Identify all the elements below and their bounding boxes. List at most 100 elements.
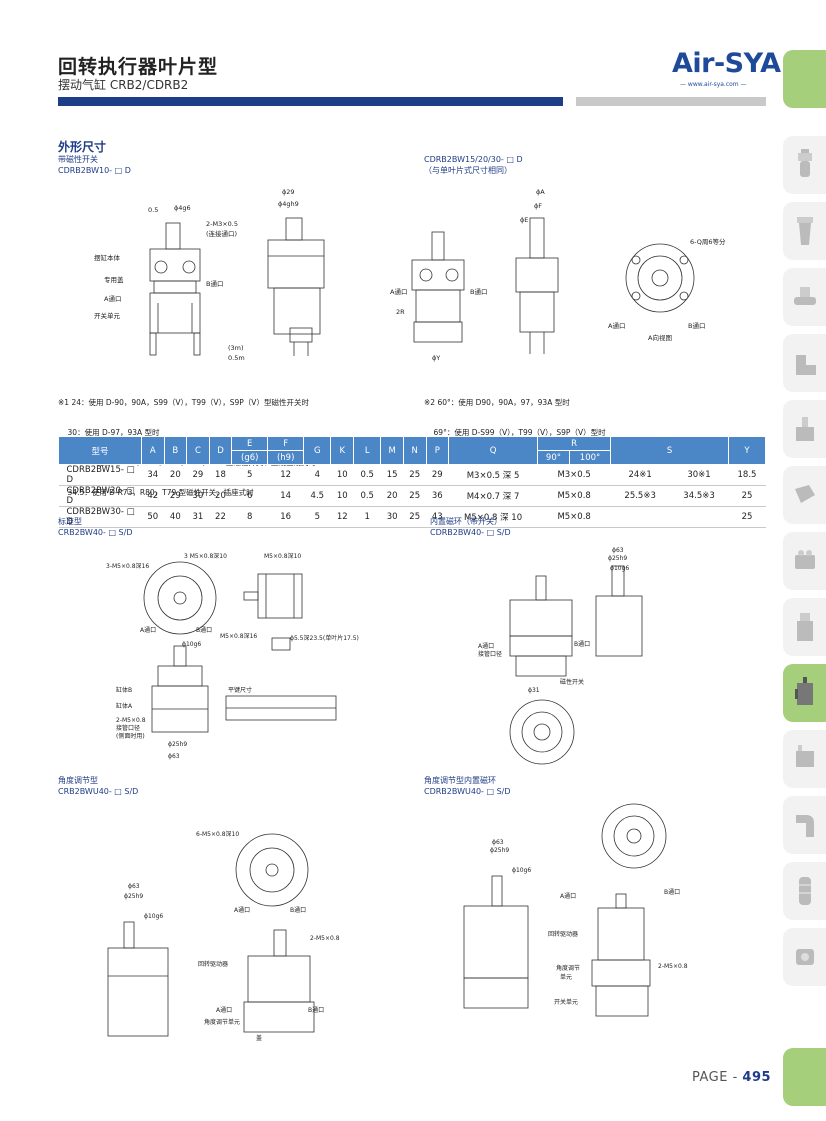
chapter-tab-bottom[interactable] (783, 1048, 826, 1106)
label-2m5b: 2-M5×0.8 (310, 935, 340, 942)
label-aport8: A通口 (560, 892, 576, 900)
brand-url: — www.air-sya.com — (680, 81, 747, 88)
cell: M3×0.5 深 5 (448, 464, 538, 486)
page-number: PAGE - 495 (692, 1070, 771, 1085)
brand-logo: Air-SYA (672, 48, 781, 79)
silencer-icon (798, 877, 811, 905)
cell: 29 (186, 464, 210, 486)
label-2m5c: 2-M5×0.8 (658, 963, 688, 970)
cell: 50 (141, 506, 165, 528)
cell: 43 (426, 506, 449, 528)
label-conn: (连接通口) (206, 229, 237, 238)
cell: M4×0.7 深 7 (448, 485, 538, 507)
th-e: E (231, 436, 269, 451)
chapter-tab-top[interactable] (783, 50, 826, 108)
page-label: PAGE - (692, 1070, 743, 1085)
cell: 0.5 (353, 464, 381, 486)
label-phi4g6: ϕ4g6 (174, 204, 191, 212)
label-2m5: 2-M5×0.8 (116, 717, 146, 724)
block5-model: CRB2BWU40- □ S/D (58, 787, 139, 796)
category-tab-gripper[interactable] (783, 730, 826, 788)
table-row: CDRB2BW30- □ D 50 40 31 22 8 16 5 12 1 3… (58, 506, 766, 528)
category-tab-cylinder[interactable] (783, 598, 826, 656)
th-y: Y (727, 436, 767, 465)
label-mag: 磁性开关 (560, 678, 584, 686)
cell: M5×0.8 深 10 (448, 506, 538, 528)
label-aport7: A通口 (216, 1006, 232, 1014)
section-title: 外形尺寸 (58, 140, 107, 154)
category-tab-silencer[interactable] (783, 862, 826, 920)
label-m3: 2-M3×0.5 (206, 220, 238, 228)
block2-model: CDRB2BW15/20/30- □ D (424, 155, 523, 164)
category-tab-filter[interactable] (783, 136, 826, 194)
label-aport5: A通口 (478, 642, 494, 650)
rotary-actuator-icon (794, 677, 813, 705)
category-tab-tube[interactable] (783, 796, 826, 854)
label-aport6: A通口 (234, 906, 250, 914)
accessory-icon (795, 949, 814, 965)
category-tab-fitting[interactable] (783, 268, 826, 326)
th-f: F (267, 436, 305, 451)
category-tab-regulator[interactable] (783, 202, 826, 260)
fitting-icon (793, 287, 816, 305)
label-aport: A通口 (104, 294, 121, 303)
drawing-cdrb2bw10: 0.5 ϕ4g6 2-M3×0.5 (连接通口) 摆缸本体 专用盖 A通口 开关… (94, 188, 325, 362)
manifold-icon (794, 550, 815, 569)
cell: 22 (209, 506, 232, 528)
label-6m5: 6-M5×0.8深10 (196, 830, 239, 838)
cell: 25 (728, 485, 766, 507)
label-bport: B通口 (206, 279, 223, 288)
th-d: D (208, 436, 233, 465)
th-m: M (380, 436, 404, 465)
table-row: CDRB2BW20- □ D 42 29 30 20 6 14 4.5 10 0… (58, 485, 766, 507)
cell: 20 (380, 485, 404, 507)
category-tab-rotary[interactable] (783, 664, 826, 722)
label-3m: (3m) (228, 344, 244, 352)
block6-model: CDRB2BWU40- □ S/D (424, 787, 511, 796)
cell: 25 (728, 506, 766, 528)
label-aport3: A通口 (608, 321, 625, 330)
cell: M5×0.8 (537, 506, 611, 528)
cell: 4.5 (303, 485, 331, 507)
label-bodyb: 缸体B (116, 686, 132, 694)
th-r: R (537, 436, 612, 451)
th-b: B (163, 436, 188, 465)
label-phi10: ϕ10g6 (182, 641, 201, 648)
label-adj2: 角度调节 (556, 964, 580, 972)
cell: 6 (231, 485, 268, 507)
cell-model: CDRB2BW20- □ D (58, 485, 142, 507)
label-bport2: B通口 (470, 287, 487, 296)
cell: M5×0.8 (537, 485, 611, 507)
cell: 12 (267, 464, 304, 486)
note-left-1: ※1 24：使用 D-90，90A，S99（V），T99（V），S9P（V）型磁… (58, 398, 309, 407)
label-05m: 0.5m (228, 354, 245, 362)
label-phiY: ϕY (432, 354, 440, 362)
label-switch: 开关单元 (94, 311, 121, 320)
label-sw2: 开关单元 (554, 998, 578, 1006)
th-n: N (402, 436, 427, 465)
category-tab-valve[interactable] (783, 400, 826, 458)
th-k: K (330, 436, 355, 465)
notes-right: ※2 60°：使用 D90，90A，97，93A 型时 69°：使用 D-S99… (424, 378, 606, 448)
header-bar-gray (576, 97, 766, 106)
th-s: S (610, 436, 729, 465)
label-3m5b: 3-M5×0.8深16 (106, 562, 149, 570)
label-phi29: ϕ29 (282, 188, 295, 196)
block4-title: 内置磁环（带开关） (430, 517, 502, 526)
cell: 25 (403, 506, 426, 528)
label-phiE: ϕE (520, 216, 528, 224)
category-tab-elbow[interactable] (783, 334, 826, 392)
label-6q: 6-Q周6等分 (690, 237, 726, 246)
gripper-icon (795, 745, 814, 767)
category-tab-accessory[interactable] (783, 928, 826, 986)
th-q: Q (448, 436, 539, 465)
label-aport4: A通口 (140, 626, 156, 634)
label-05: 0.5 (148, 206, 158, 214)
category-tab-solenoid[interactable] (783, 466, 826, 524)
page-title: 回转执行器叶片型 (58, 56, 219, 78)
cell: 31 (186, 506, 210, 528)
label-phi63b: ϕ63 (612, 547, 624, 554)
label-pipe2: 接管口径 (478, 650, 502, 658)
category-tab-manifold[interactable] (783, 532, 826, 590)
label-bport7: B通口 (308, 1006, 324, 1014)
